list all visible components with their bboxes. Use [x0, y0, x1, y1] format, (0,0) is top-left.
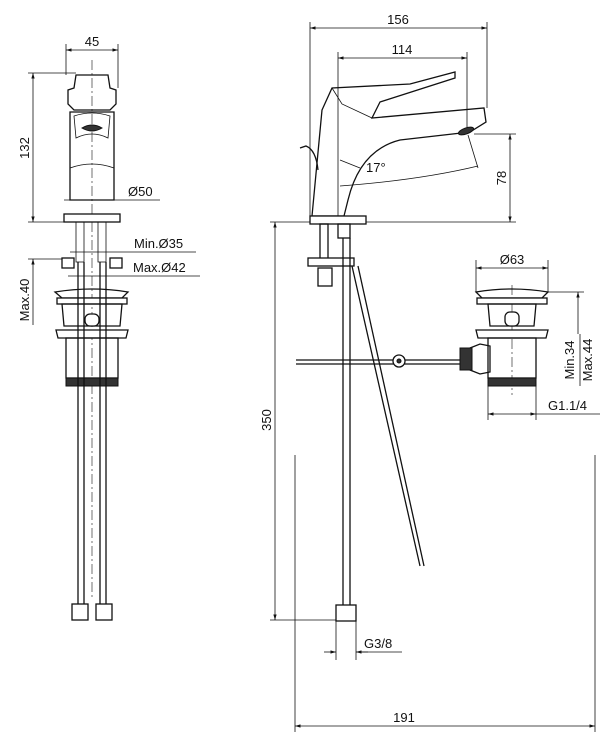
waste-max-label: Max.44	[580, 339, 595, 382]
waste-min-label: Min.34	[562, 340, 577, 379]
waste-view: Ø63 Min.34 Max.44 G1.1/4	[459, 252, 600, 420]
side-view: 156 114 78 17° 350 G3/8 191	[259, 12, 596, 732]
hole-min-label: Min.Ø35	[134, 236, 183, 251]
deck-thickness-label: Max.40	[17, 279, 32, 322]
hose-length-label: 350	[259, 409, 274, 431]
waste-thread-label: G1.1/4	[548, 398, 587, 413]
waste-diameter-label: Ø63	[500, 252, 525, 267]
front-view: 45 132 Ø50 Min.Ø35 Max.Ø42 Max.40	[17, 34, 200, 621]
angle-label: 17°	[366, 160, 386, 175]
pullrod-reach-label: 191	[393, 710, 415, 725]
spout-height-label: 78	[494, 171, 509, 185]
overall-reach-label: 156	[387, 12, 409, 27]
front-height-label: 132	[17, 137, 32, 159]
base-diameter-label: Ø50	[128, 184, 153, 199]
spout-reach-label: 114	[392, 42, 413, 57]
front-width-label: 45	[85, 34, 99, 49]
hole-max-label: Max.Ø42	[133, 260, 186, 275]
connection-label: G3/8	[364, 636, 392, 651]
